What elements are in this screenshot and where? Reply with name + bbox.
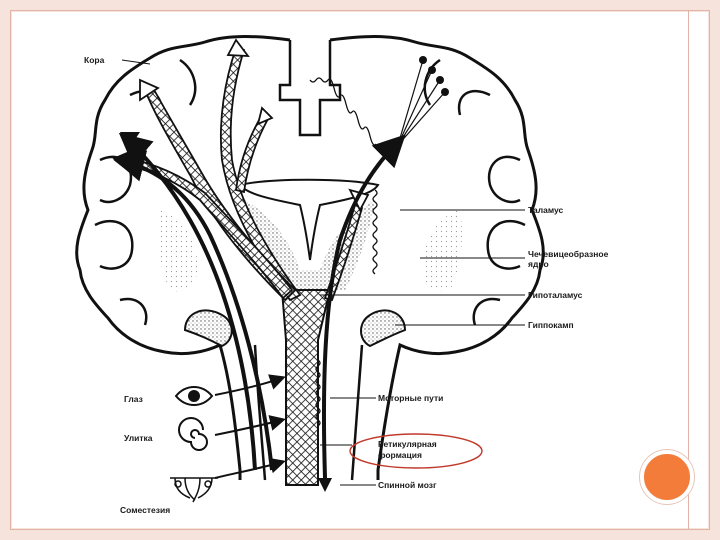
accent-circle [640,450,694,504]
motor-arrows [112,132,406,479]
hippocampus-regions [183,309,407,348]
label-reticular-2: формация [378,450,422,460]
lentiform-left [158,210,198,292]
cortical-neurons [397,56,449,146]
lentiform-right [422,210,462,292]
slide-frame-line [10,10,710,530]
leader-lines [121,59,525,486]
wavy-fibers [309,77,378,427]
sensory-inputs [214,374,286,479]
label-thalamus: Таламус [528,205,564,215]
label-cortex: Кора [84,55,105,65]
label-hippocampus: Гиппокамп [528,320,574,330]
label-lentiform-1: Чечевицеобразное [528,249,609,259]
ventricle [238,178,380,261]
reticular-highlight [349,433,483,469]
somesthesia-icon [170,477,218,503]
label-somesthesia: Соместезия [120,505,170,515]
label-spinal: Спинной мозг [378,480,437,490]
arrow-heads [113,132,332,492]
eye-icon [174,386,214,406]
label-lentiform-2: ядро [528,259,549,269]
cochlea-icon [178,417,208,451]
label-cochlea: Улитка [124,433,153,443]
label-reticular-1: Ретикулярная [378,439,437,449]
side-rule [688,10,689,530]
label-eye: Глаз [124,394,143,404]
label-hypothalamus: Гипоталамус [528,290,583,300]
label-motor: Моторные пути [378,393,443,403]
